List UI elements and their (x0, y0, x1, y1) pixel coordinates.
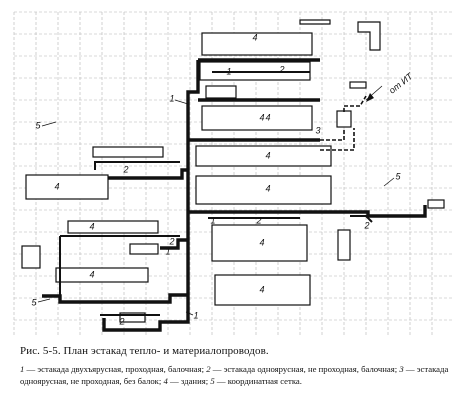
buildings (21, 19, 445, 323)
building (55, 267, 149, 283)
building (205, 85, 237, 99)
trestle-1-segment (102, 60, 200, 332)
figure-caption: Рис. 5-5. План эстакад тепло- и материал… (20, 345, 450, 387)
callout-3: 3 (315, 125, 320, 135)
building (129, 243, 159, 255)
building (214, 274, 311, 306)
building-label: 4 (252, 32, 257, 42)
building-label: 4 (259, 237, 264, 247)
trestle-1-segment (188, 205, 427, 218)
callouts: 1 1 2 4 3 2 1 2 2 2 1 2 1 5 5 5 (31, 64, 401, 326)
building (92, 146, 164, 158)
callout-1: 1 (210, 215, 215, 225)
building (25, 174, 109, 200)
building (21, 245, 41, 269)
building-labels: 4 4 4 4 4 4 4 4 4 (54, 32, 270, 294)
callout-1: 1 (165, 246, 170, 256)
arrow-head (366, 93, 374, 102)
building (195, 145, 332, 167)
building-label: 4 (265, 183, 270, 193)
callout-2: 2 (118, 316, 124, 326)
trestle-2-segment (350, 215, 373, 223)
callout-1: 1 (169, 93, 174, 103)
caption-legend: 1 — эстакада двухъярусная, проходная, ба… (20, 364, 450, 387)
building (195, 175, 332, 205)
building-label: 4 (259, 284, 264, 294)
trestle-type-3 (320, 95, 367, 151)
callout-2: 2 (278, 64, 284, 74)
legend-item-2: 2 — эстакада одноярусная, не проходная, … (206, 364, 398, 374)
building (427, 199, 445, 209)
trestle-type-2 (59, 71, 373, 316)
building (337, 229, 351, 261)
building-label: 4 (265, 112, 270, 122)
trestle-3-segment (320, 128, 355, 151)
callout-4: 4 (259, 112, 264, 122)
building (201, 105, 313, 131)
building (349, 81, 367, 89)
trestle-type-1 (42, 58, 427, 332)
trestle-2-segment (94, 161, 180, 170)
callout-1: 1 (226, 66, 231, 76)
building-label: 4 (54, 181, 59, 191)
callout-5: 5 (395, 171, 401, 181)
trestle-1-segment (108, 168, 188, 180)
building (211, 224, 308, 262)
callout-2: 2 (255, 215, 261, 225)
callout-2: 2 (363, 220, 369, 230)
trestle-1-segment (160, 238, 188, 250)
callout-2: 2 (168, 236, 174, 246)
trestle-1-segment (42, 293, 188, 304)
building (119, 312, 146, 323)
callout-5: 5 (35, 120, 41, 130)
building (357, 21, 381, 51)
building-label: 4 (89, 221, 94, 231)
building-label: 4 (265, 150, 270, 160)
trestle-3-segment (343, 95, 367, 112)
site-plan: 4 4 4 4 4 4 4 4 4 от ИТ (13, 11, 452, 336)
building-label: 4 (89, 269, 94, 279)
legend-item-4: 4 — здания; (163, 375, 209, 386)
trestle-3-segment (320, 128, 345, 141)
building (336, 110, 352, 128)
callout-5: 5 (31, 297, 37, 307)
source-arrow: от ИТ (365, 70, 416, 102)
legend-item-3: 3 — эстакада одноярусная, не проходная, … (20, 364, 449, 386)
caption-title: Рис. 5-5. План эстакад тепло- и материал… (20, 345, 269, 357)
building (67, 220, 159, 234)
legend-item-5: 5 — координатная сетка. (210, 375, 302, 386)
building (201, 32, 313, 56)
building (299, 19, 331, 25)
arrow-label: от ИТ (387, 70, 416, 95)
legend-item-1: 1 — эстакада двухъярусная, проходная, ба… (20, 364, 205, 374)
callout-2: 2 (122, 164, 128, 174)
callout-1: 1 (193, 310, 198, 320)
